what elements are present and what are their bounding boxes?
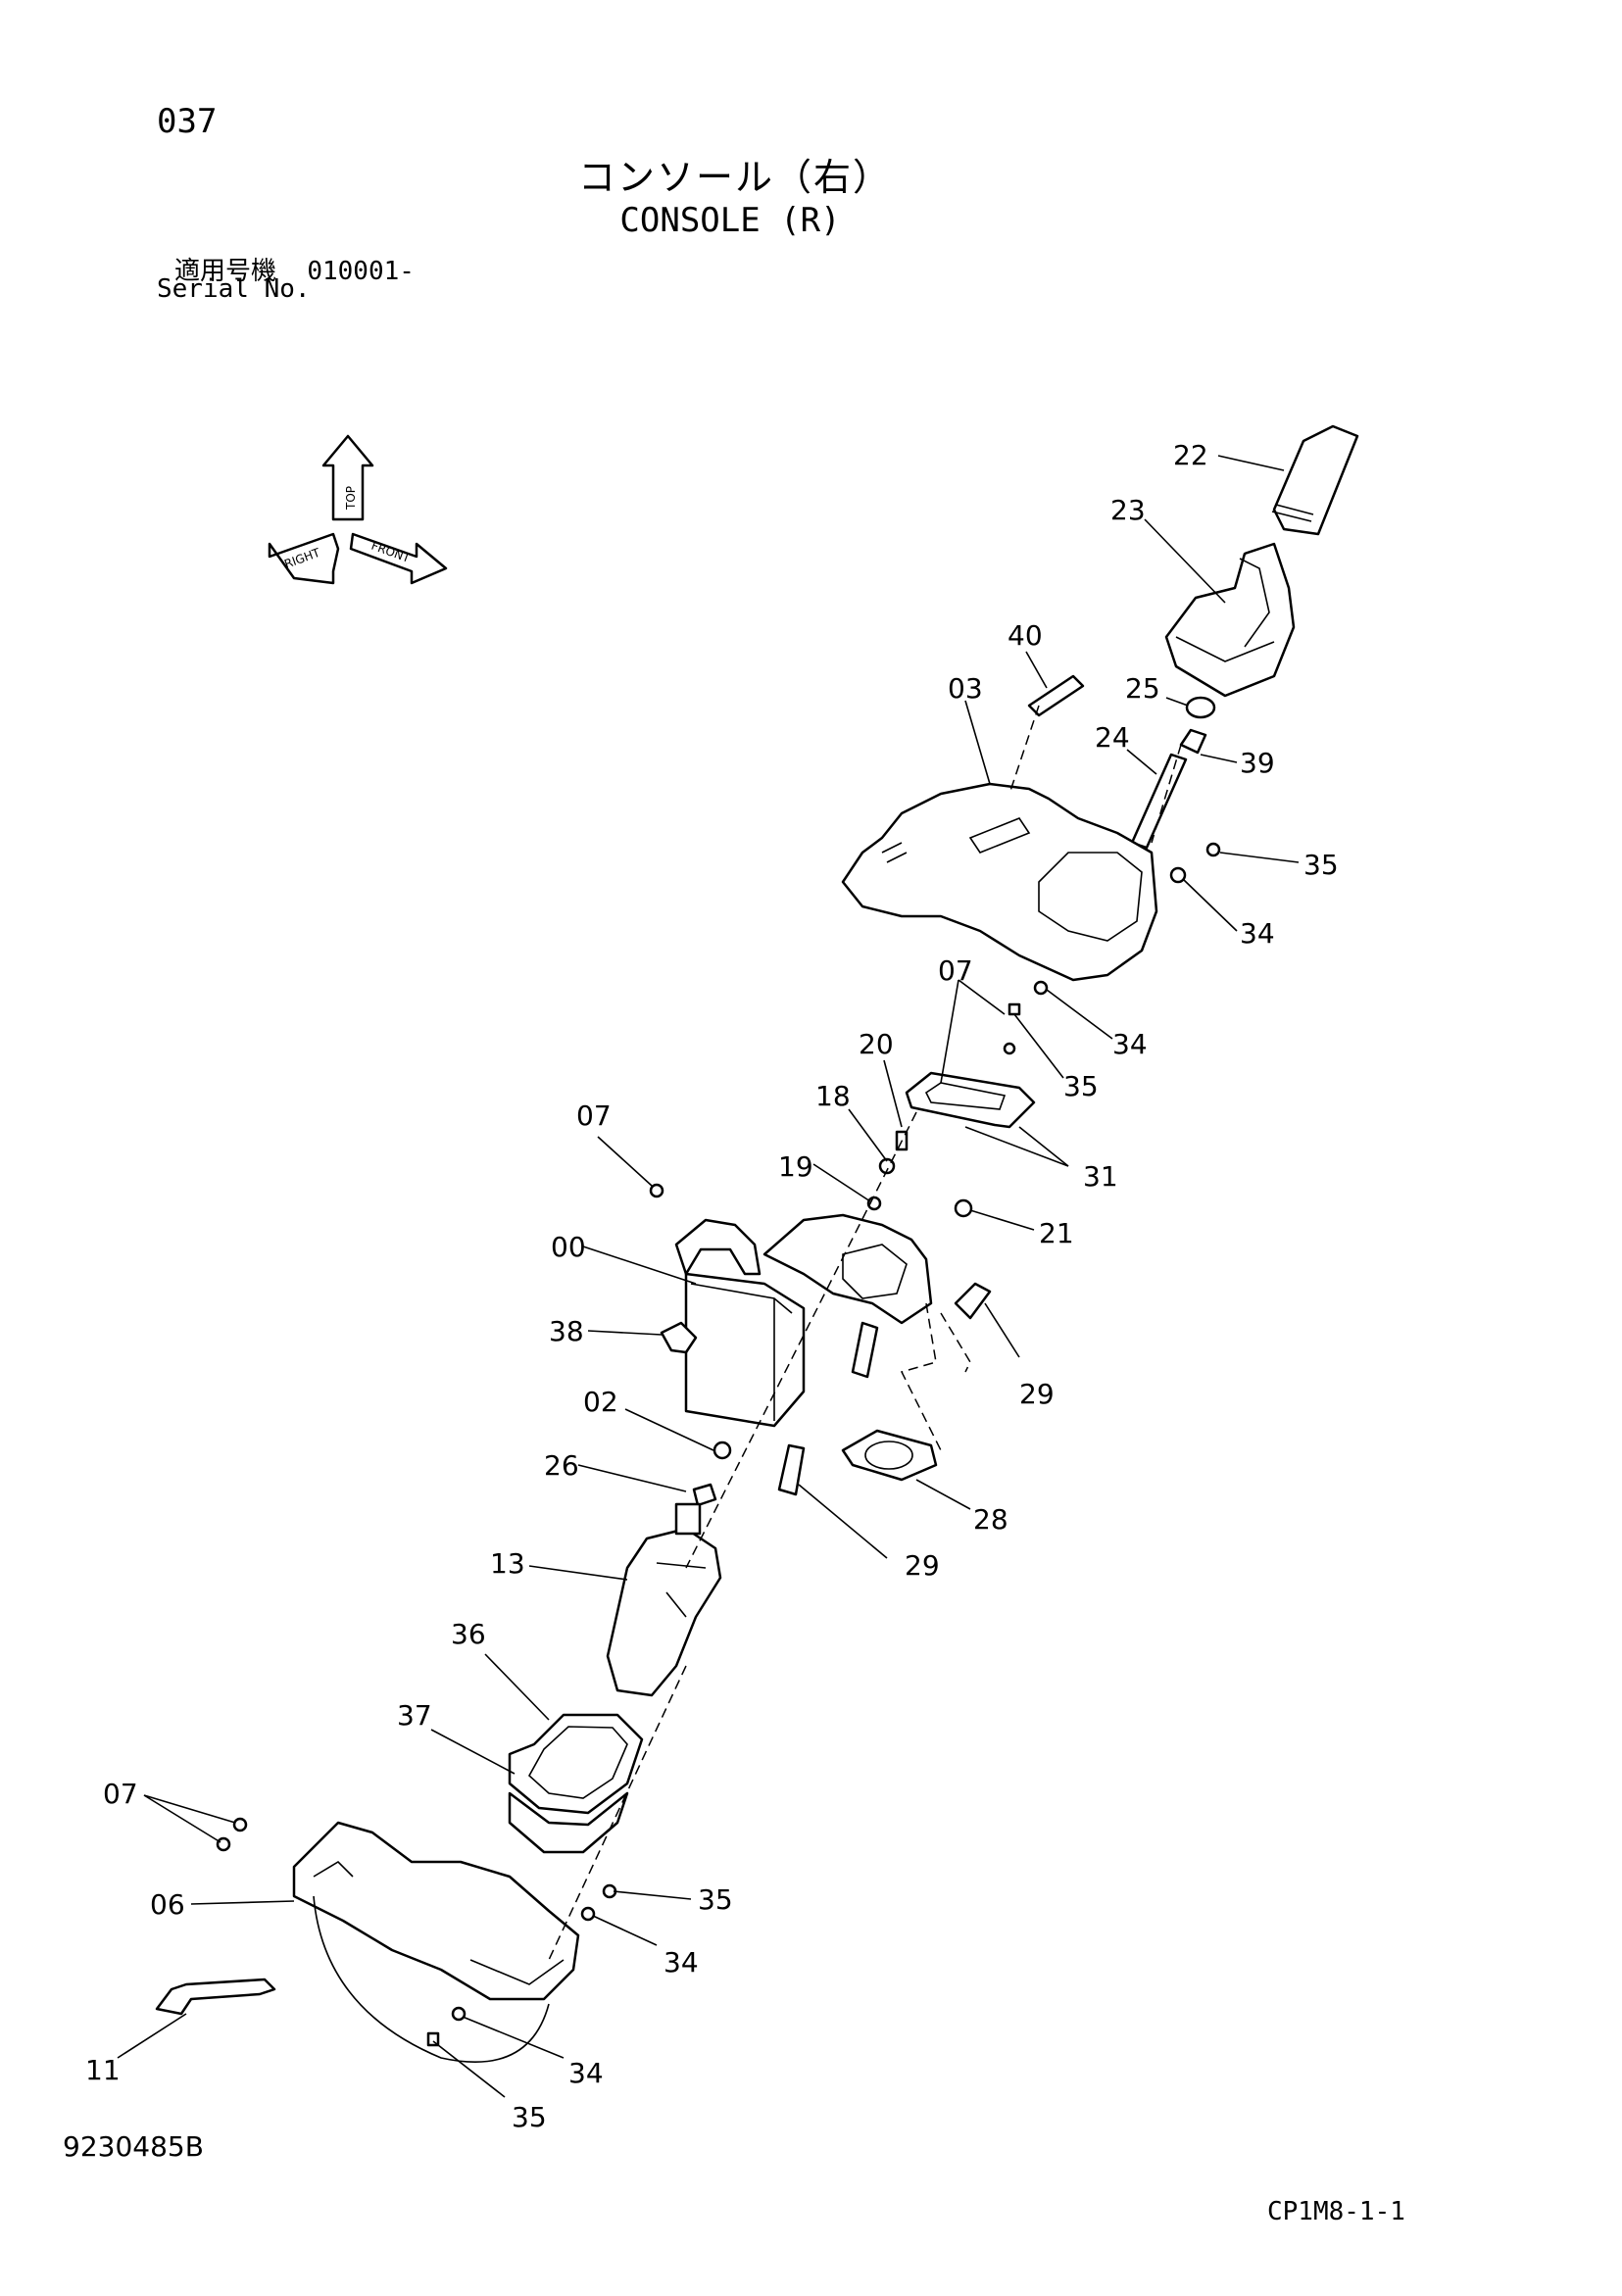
callout-35-lowest: 35	[512, 2101, 547, 2133]
callout-24: 24	[1095, 721, 1130, 754]
callout-34-top: 34	[1240, 917, 1275, 950]
callout-07-bottom: 07	[103, 1778, 138, 1810]
callout-21: 21	[1039, 1217, 1074, 1249]
callout-02: 02	[583, 1386, 618, 1418]
callout-35-bottom: 35	[698, 1883, 733, 1916]
part-pilot-valve-13	[606, 1502, 722, 1697]
leader-lines	[117, 455, 1300, 2098]
callout-00: 00	[551, 1231, 586, 1263]
callout-labels: 22 23 40 03 25 24 39 35 34 07 34 20 35 1…	[85, 439, 1339, 2133]
callout-34-lowest: 34	[568, 2057, 604, 2089]
callout-19: 19	[778, 1150, 813, 1183]
callout-03: 03	[948, 672, 983, 705]
serial-label-jp: 適用号機	[174, 257, 277, 286]
callout-36: 36	[451, 1618, 486, 1650]
callout-35-mid: 35	[1063, 1070, 1099, 1102]
callout-38: 38	[549, 1315, 584, 1347]
alignment-lines	[548, 705, 1182, 1961]
page-code: CP1M8-1-1	[1267, 2197, 1405, 2226]
part-nut-25	[1185, 696, 1216, 719]
drawing-number: 9230485B	[63, 2130, 204, 2163]
callout-20: 20	[859, 1028, 894, 1060]
right-arrow-icon	[268, 532, 340, 585]
part-boot-frame-36-37	[508, 1713, 644, 1854]
callout-28: 28	[973, 1503, 1008, 1536]
callout-13: 13	[490, 1547, 525, 1580]
part-boot-23	[1164, 542, 1296, 698]
callout-39: 39	[1240, 747, 1275, 779]
part-cover-03	[841, 782, 1158, 982]
callout-40: 40	[1008, 619, 1043, 652]
callout-34-mid: 34	[1112, 1028, 1148, 1060]
part-rod-24	[1130, 753, 1188, 850]
orientation-top-label: TOP	[344, 486, 358, 511]
callout-06: 06	[150, 1888, 185, 1921]
part-handle-11	[155, 1978, 276, 2016]
title-english: CONSOLE (R)	[619, 201, 841, 240]
front-arrow-icon	[349, 532, 448, 585]
part-lower-cover-06	[292, 1821, 580, 2063]
orientation-indicator: TOP FRONT RIGHT	[268, 434, 448, 585]
callout-37: 37	[397, 1699, 432, 1732]
callout-07-top: 07	[938, 954, 973, 987]
part-bracket-29a	[954, 1282, 992, 1320]
callout-22: 22	[1173, 439, 1208, 471]
callout-25: 25	[1125, 672, 1160, 705]
callout-35-top: 35	[1303, 849, 1339, 881]
callout-23: 23	[1110, 494, 1146, 526]
part-grip-22	[1271, 424, 1359, 536]
page-number: 037	[157, 102, 218, 141]
part-bracket-31	[905, 1071, 1036, 1129]
callout-18: 18	[815, 1080, 851, 1112]
callout-34-bottom: 34	[664, 1946, 699, 1978]
part-plate-40	[1027, 674, 1085, 717]
serial-range: 適用号機 010001-	[174, 251, 415, 287]
part-collar-39	[1179, 728, 1207, 755]
serial-label-en: Serial No.	[157, 274, 311, 304]
part-bracket-29b	[777, 1443, 806, 1496]
callout-31: 31	[1083, 1160, 1118, 1193]
top-arrow-icon	[321, 434, 374, 521]
part-assembly-00	[660, 1213, 933, 1428]
callout-07-left: 07	[576, 1099, 612, 1132]
callout-29-upper: 29	[1019, 1378, 1055, 1410]
part-plate-28	[841, 1429, 938, 1482]
part-plate-bracket	[851, 1321, 879, 1379]
serial-value: 010001-	[307, 257, 415, 286]
callout-11: 11	[85, 2054, 121, 2086]
callout-29-lower: 29	[905, 1549, 940, 1582]
callout-26: 26	[544, 1449, 579, 1482]
title-japanese: コンソール（右）	[577, 156, 892, 199]
